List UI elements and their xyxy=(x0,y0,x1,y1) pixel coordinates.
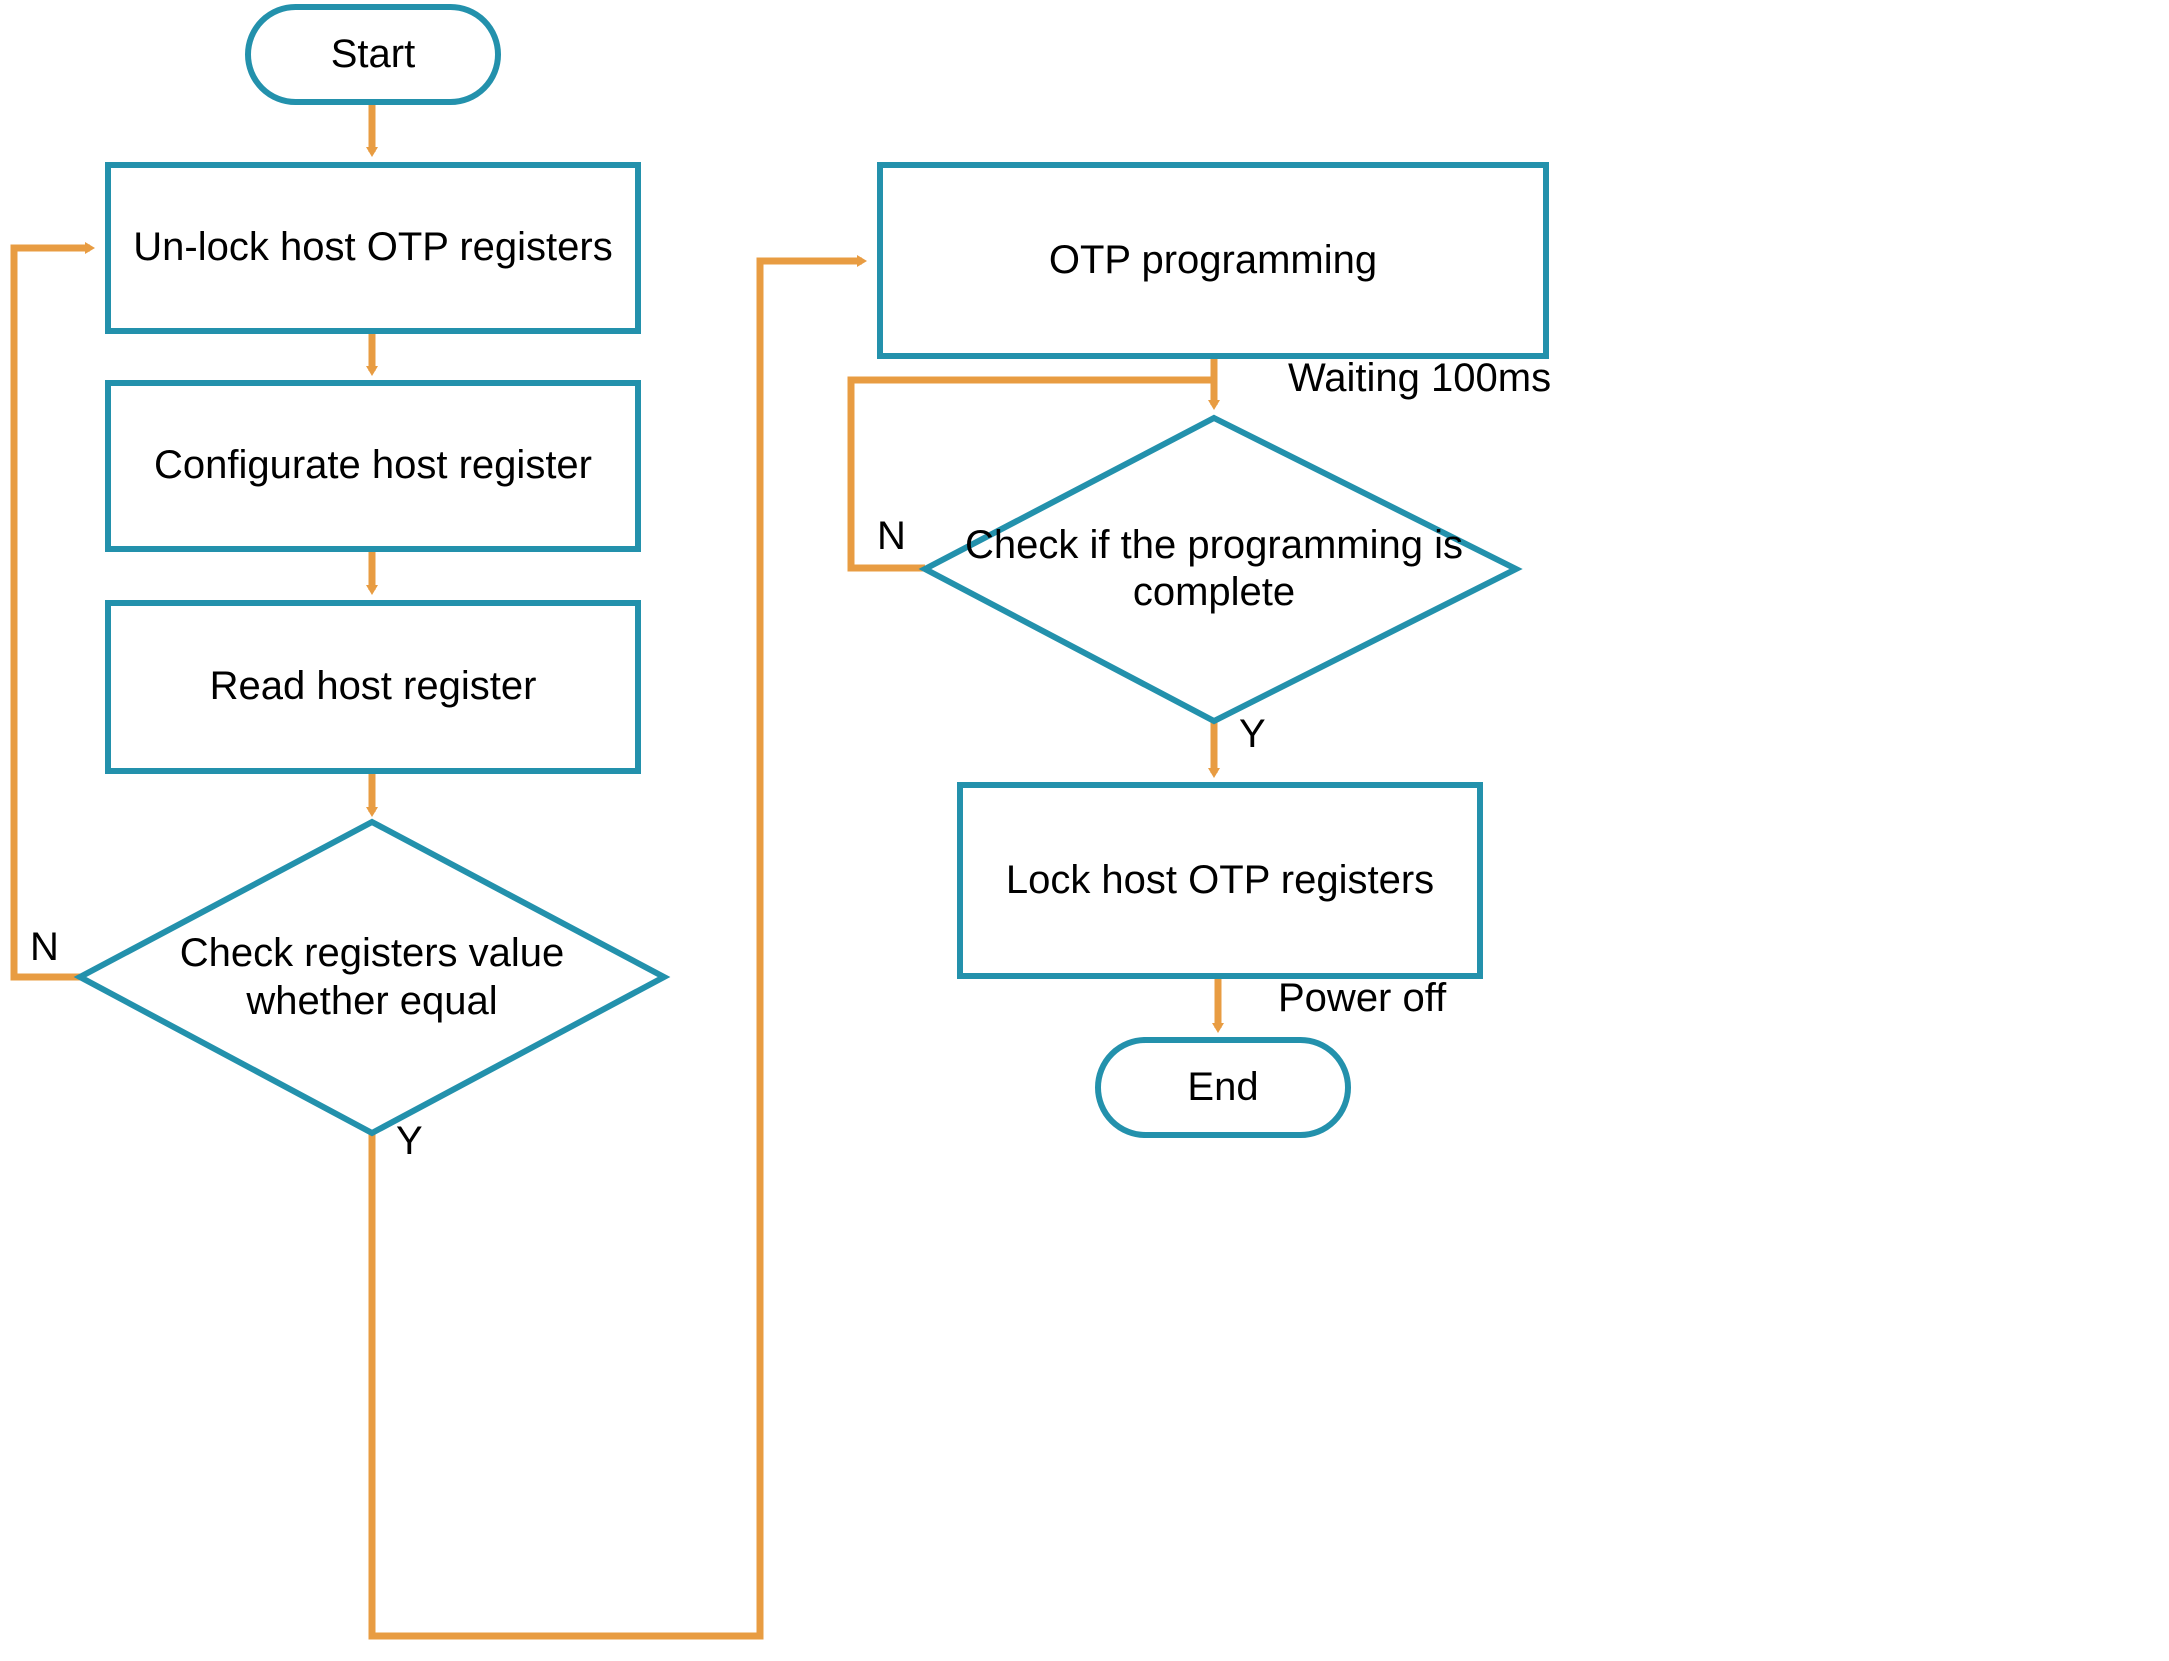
node-configurate-shape[interactable] xyxy=(105,380,641,552)
node-read-shape[interactable] xyxy=(105,600,641,774)
edge-label-check-equal-yes: Y xyxy=(396,1119,423,1163)
node-end-shape[interactable] xyxy=(1095,1037,1351,1138)
edge-label-waiting-100ms: Waiting 100ms xyxy=(1288,356,1552,400)
node-otp-programming-shape[interactable] xyxy=(877,162,1549,359)
edge-check-equal-no-to-unlock xyxy=(10,244,90,981)
node-unlock-shape[interactable] xyxy=(105,162,641,334)
node-lock-shape[interactable] xyxy=(957,782,1483,979)
edge-label-check-equal-no: N xyxy=(30,925,59,969)
edge-label-check-done-yes: Y xyxy=(1239,712,1266,756)
edge-check-equal-yes-to-otp xyxy=(368,255,867,1640)
edge-label-check-done-no: N xyxy=(877,514,906,558)
edge-check-done-no-loop xyxy=(847,376,1214,572)
node-check-equal-shape[interactable] xyxy=(73,818,671,1137)
node-check-done-shape[interactable] xyxy=(918,414,1523,725)
node-start-shape[interactable] xyxy=(245,4,501,105)
edge-label-power-off: Power off xyxy=(1278,976,1447,1020)
